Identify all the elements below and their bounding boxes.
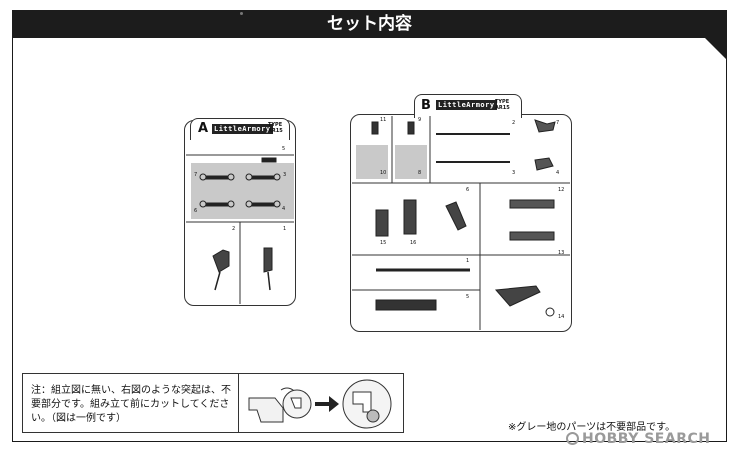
sprue-b-part-number: 9 xyxy=(418,117,422,123)
sprue-b-part-number: 11 xyxy=(380,117,387,123)
sprue-b-part-number: 10 xyxy=(380,170,387,176)
sprue-a-letter: A xyxy=(198,121,209,136)
sprue-a-part-number: 4 xyxy=(282,206,286,212)
sprue-a-part-number: 3 xyxy=(283,172,287,178)
gray-parts-footnote: ※グレー地のパーツは不要部品です。 xyxy=(508,422,676,433)
sprue-b-part-number: 6 xyxy=(466,187,470,193)
page-title: セット内容 xyxy=(12,10,727,38)
sprue-b-letter: B xyxy=(421,98,431,113)
sprue-b-tab xyxy=(414,94,522,118)
note-text: 注：組立図に無い、右図のような突起は、不要部分です。組み立て前にカットしてくださ… xyxy=(31,385,231,424)
sprue-b-part-number: 13 xyxy=(558,250,565,256)
sprue-a-brand: LittleArmory xyxy=(212,124,273,134)
sprue-a-part-number: 1 xyxy=(283,226,287,232)
sprue-a-part-number: 6 xyxy=(194,208,198,214)
note-box: 注：組立図に無い、右図のような突起は、不要部分です。組み立て前にカットしてくださ… xyxy=(22,373,404,433)
sprue-b-part-number: 7 xyxy=(556,120,560,126)
sprue-b-part-number: 8 xyxy=(418,170,422,176)
watermark-logo-icon xyxy=(566,432,579,445)
sprue-a-type-label: TYPE xyxy=(268,122,283,128)
watermark: HOBBY SEARCH xyxy=(582,431,711,447)
sprue-b-part-number: 2 xyxy=(512,120,516,126)
sprue-b-part-number: 12 xyxy=(558,187,565,193)
sprue-b-part-number: 1 xyxy=(466,258,470,264)
sprue-b-part-number: 16 xyxy=(410,240,417,246)
corner-decoration xyxy=(705,38,727,60)
sprue-b-part-number: 5 xyxy=(466,294,470,300)
sprue-a-parts xyxy=(199,157,281,291)
sprue-a-type-value: AR15 xyxy=(268,128,283,134)
sprue-b-type-value: AR15 xyxy=(495,105,510,111)
sprue-a-part-number: 5 xyxy=(282,146,286,152)
dot-mark xyxy=(240,12,243,15)
sprue-b-gray-area-2 xyxy=(395,145,427,179)
sprue-b-part-number: 14 xyxy=(558,314,565,320)
sprue-b-gray-area-1 xyxy=(356,145,388,179)
sprue-a-part-number: 2 xyxy=(232,226,236,232)
sprue-b-brand: LittleArmory xyxy=(436,100,497,110)
sprue-a-gates xyxy=(186,154,294,304)
sprue-b-part-number: 3 xyxy=(512,170,516,176)
sprue-b-type-label: TYPE xyxy=(495,99,510,105)
sprue-b-part-number: 4 xyxy=(556,170,560,176)
sprue-b-gates xyxy=(352,116,570,330)
sprue-b-part-number: 15 xyxy=(380,240,387,246)
sprue-a-part-number: 7 xyxy=(194,172,198,178)
cut-example-illustration xyxy=(248,379,392,429)
sprue-a-gray-area xyxy=(191,163,294,219)
note-divider xyxy=(238,374,239,432)
sprue-b-parts xyxy=(371,119,556,317)
